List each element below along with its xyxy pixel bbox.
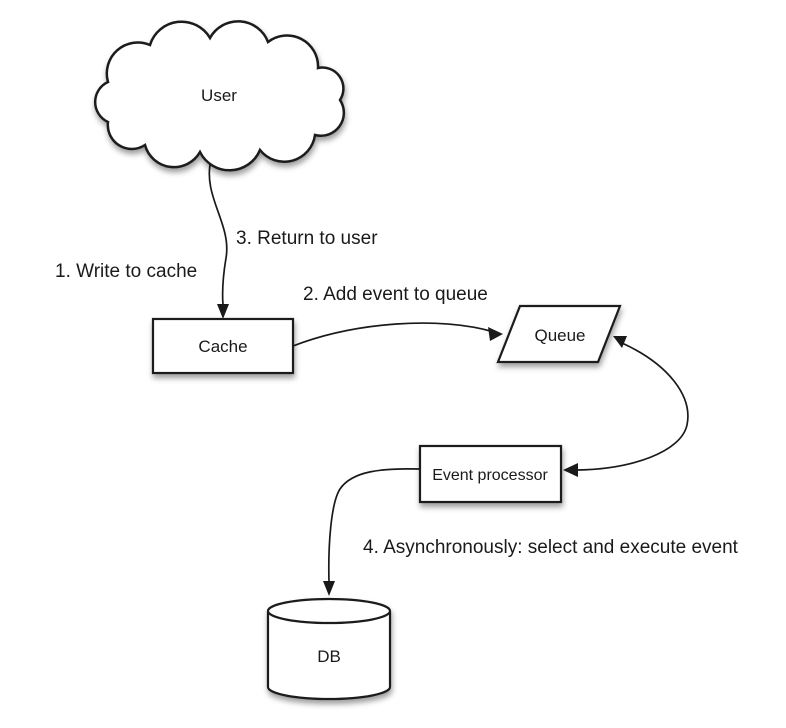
event-processor-label: Event processor (432, 467, 548, 484)
db-cylinder-body (266, 611, 392, 701)
user-label: User (201, 86, 237, 105)
edge-user-to-cache (208, 159, 229, 319)
edge-label-add-event-to-queue: 2. Add event to queue (303, 284, 488, 305)
edge-cache-to-queue (292, 322, 503, 347)
arrowhead-into-queue-left (488, 327, 503, 341)
edge-line-cache-queue (292, 322, 495, 347)
event-processor-box-shape (418, 444, 563, 504)
edge-line-user-cache (208, 159, 228, 306)
queue-label: Queue (534, 326, 585, 345)
cache-box-shape (151, 317, 295, 375)
db-cylinder-top (266, 597, 392, 625)
arrowhead-into-db (323, 581, 335, 596)
edge-event-processor-to-db (323, 467, 420, 596)
edge-line-queue-event-processor (577, 342, 689, 471)
edge-label-write-to-cache: 1. Write to cache (55, 261, 197, 282)
edge-label-return-to-user: 3. Return to user (236, 228, 378, 249)
db-cylinder-shape (266, 597, 392, 701)
user-cloud-shape (93, 20, 346, 172)
cache-label: Cache (198, 337, 247, 356)
edge-label-async-execute: 4. Asynchronously: select and execute ev… (363, 537, 739, 558)
edge-line-event-processor-db (327, 467, 420, 583)
db-label: DB (317, 647, 341, 666)
edge-queue-event-processor (563, 336, 689, 477)
arrowhead-into-event-processor (563, 463, 578, 477)
arrowhead-into-cache (217, 304, 229, 319)
arrowhead-into-queue-right (613, 336, 627, 348)
queue-parallelogram-shape (496, 304, 622, 364)
